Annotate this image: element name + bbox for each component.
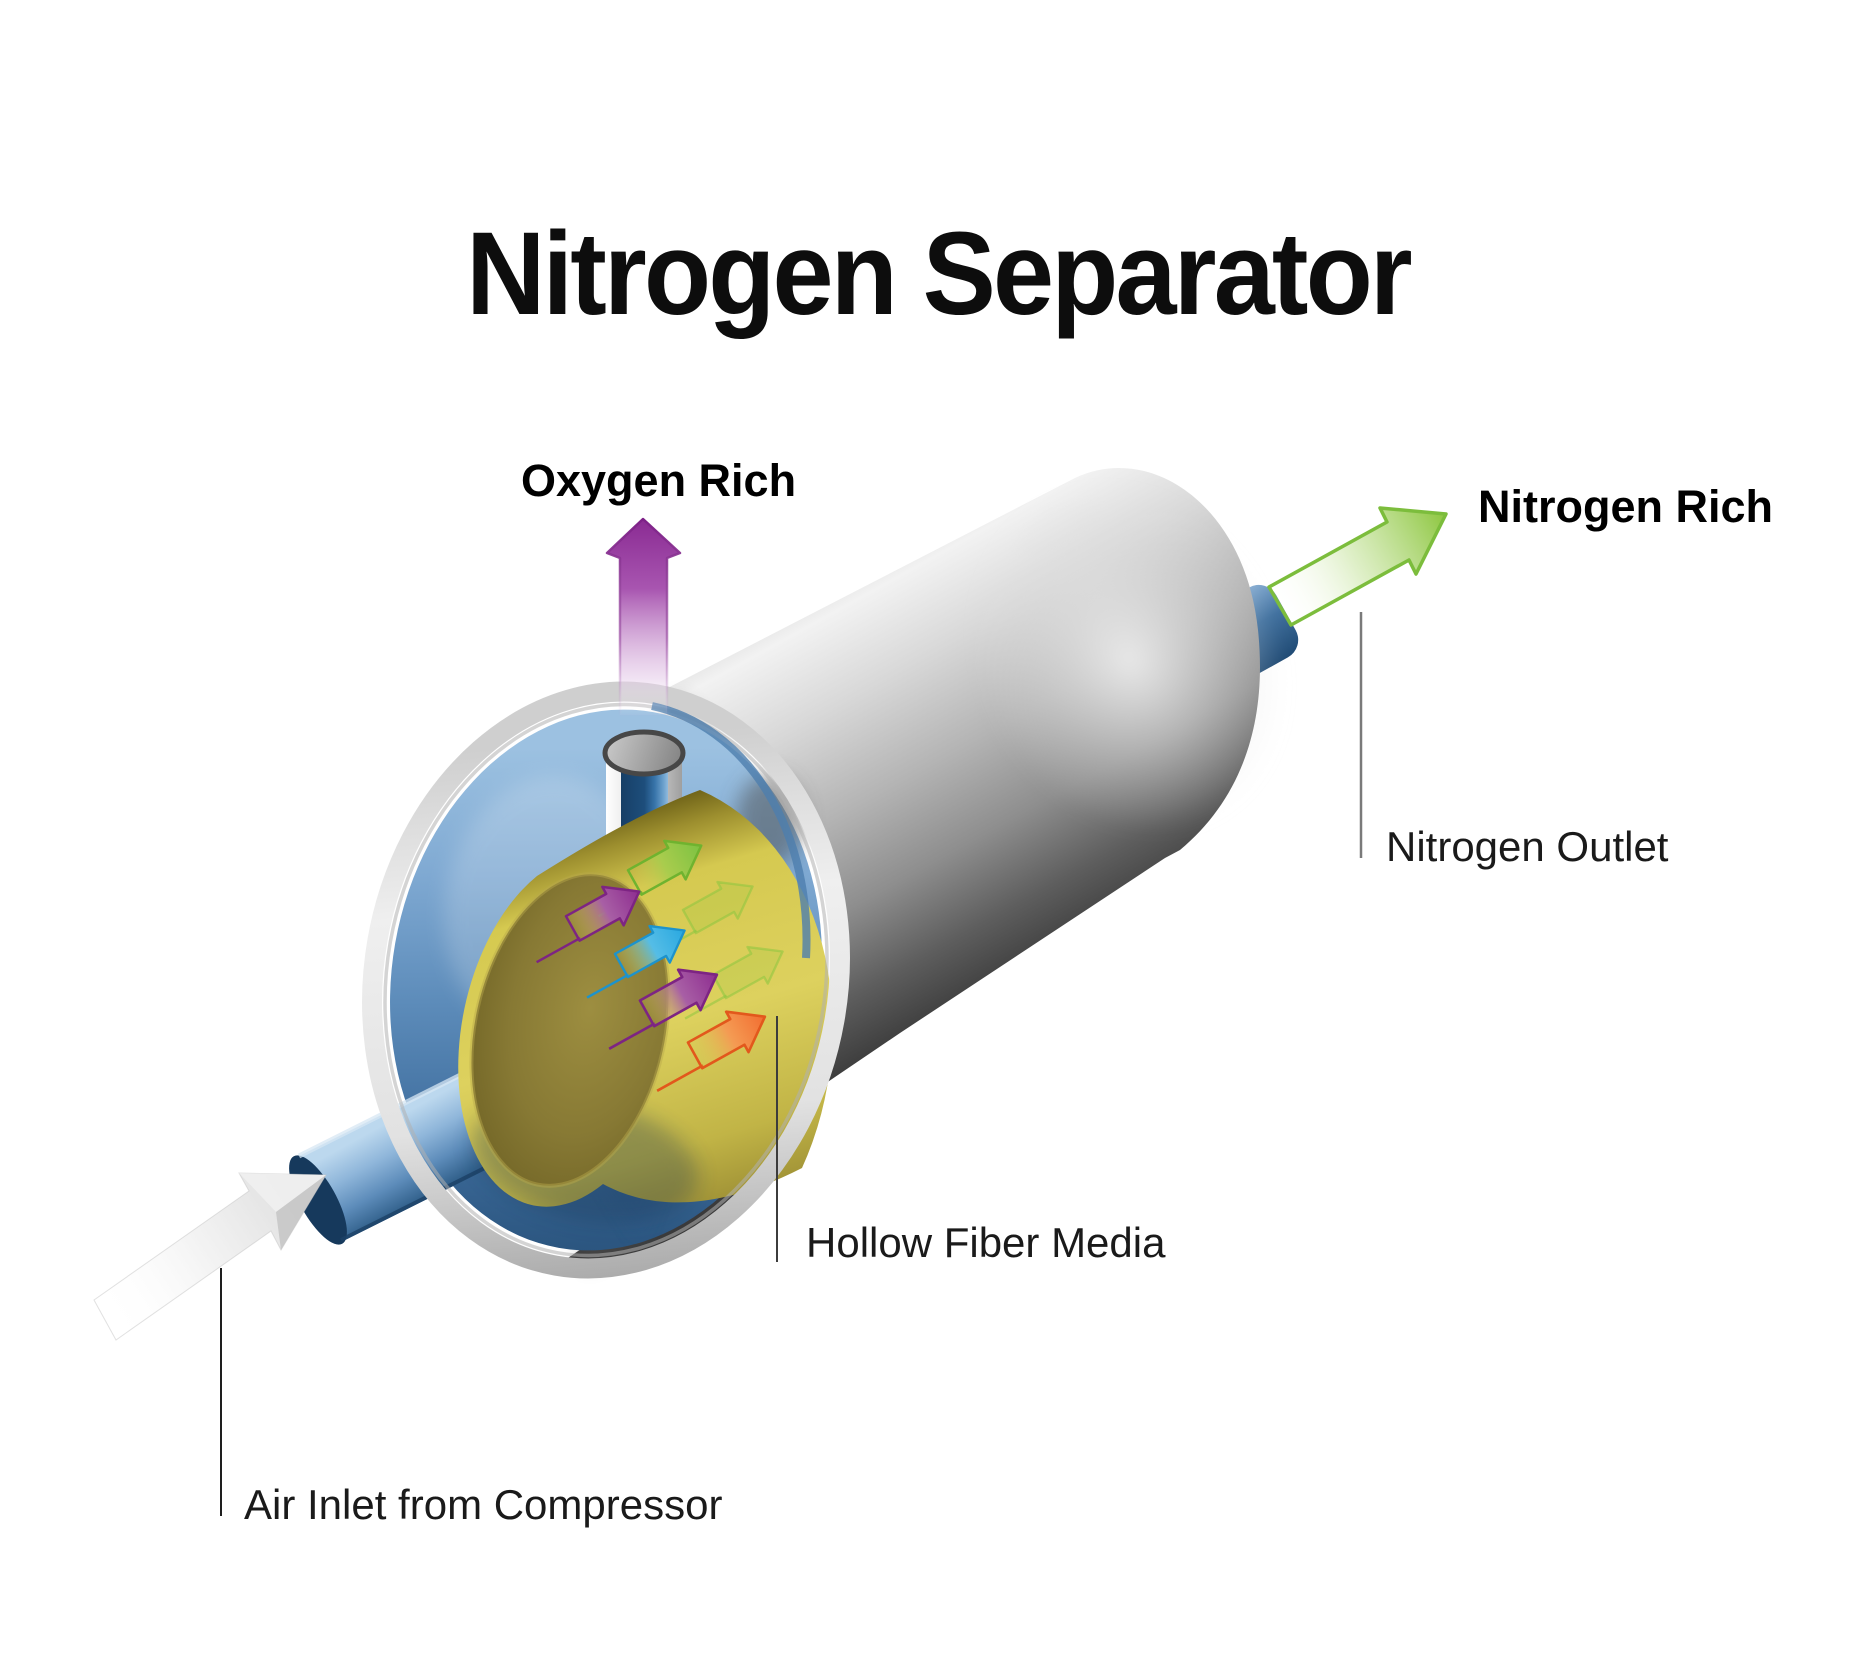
nitrogen-flow-arrow-icon	[1267, 506, 1448, 627]
hollow-fiber-media-label: Hollow Fiber Media	[806, 1219, 1166, 1266]
air-flow-arrow-icon	[93, 1172, 327, 1341]
oxygen-rich-label: Oxygen Rich	[521, 455, 797, 506]
nitrogen-rich-label: Nitrogen Rich	[1478, 481, 1774, 532]
nitrogen-outlet-label: Nitrogen Outlet	[1386, 823, 1669, 870]
oxygen-flow-arrow-icon	[605, 517, 682, 717]
vessel-cap-highlight	[972, 486, 1288, 834]
page-title: Nitrogen Separator	[466, 208, 1413, 341]
air-inlet-label: Air Inlet from Compressor	[244, 1481, 723, 1528]
fiber-media-front-edge	[469, 872, 671, 1188]
